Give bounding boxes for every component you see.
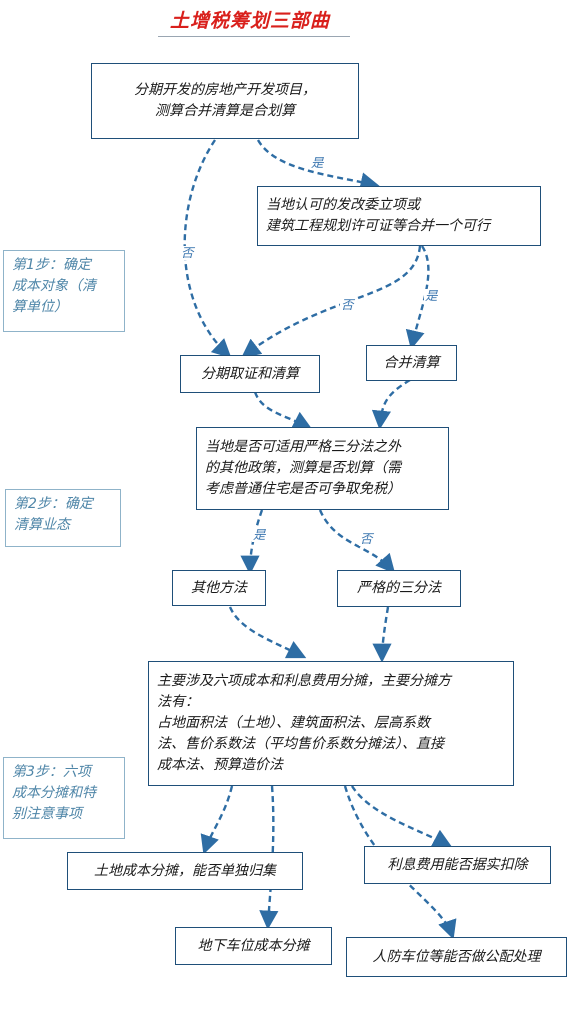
arrow-approval-to-merged [405, 245, 430, 350]
node-merged: 合并清算 [366, 345, 457, 381]
edge-label-no-3: 否 [359, 531, 374, 546]
node-interest: 利息费用能否据实扣除 [364, 846, 551, 884]
node-parking-text: 地下车位成本分摊 [197, 937, 310, 954]
edge-label-no-2: 否 [340, 297, 355, 312]
node-interest-text: 利息费用能否据实扣除 [387, 856, 528, 873]
arrow-policy-to-strict [318, 509, 396, 574]
node-civil-defense-text: 人防车位等能否做公配处理 [372, 948, 541, 965]
node-policy: 当地是否可适用严格三分法之外 的其他政策，测算是否划算（需 考虑普通住宅是否可争… [196, 427, 449, 510]
arrow-merged-to-policy [371, 378, 411, 430]
arrow-allocation-to-interest [350, 785, 453, 848]
node-allocation-text: 主要涉及六项成本和利息费用分摊，主要分摊方 法有： 占地面积法（土地）、建筑面积… [157, 673, 451, 773]
node-project-text: 分期开发的房地产开发项目， 测算合并清算是合划算 [134, 82, 316, 119]
edge-label-yes-1: 是 [310, 155, 325, 170]
title-underline [158, 36, 350, 37]
node-allocation: 主要涉及六项成本和利息费用分摊，主要分摊方 法有： 占地面积法（土地）、建筑面积… [148, 661, 514, 786]
node-other-method: 其他方法 [172, 570, 266, 606]
arrow-allocation-to-land [200, 785, 234, 855]
node-project: 分期开发的房地产开发项目， 测算合并清算是合划算 [91, 63, 359, 139]
node-land-cost: 土地成本分摊，能否单独归集 [67, 852, 303, 890]
node-approval: 当地认可的发改委立项或 建筑工程规划许可证等合并一个可行 [257, 186, 541, 246]
node-phased: 分期取证和清算 [180, 355, 320, 393]
node-land-cost-text: 土地成本分摊，能否单独归集 [94, 862, 276, 879]
node-strict-three: 严格的三分法 [337, 570, 461, 607]
node-approval-text: 当地认可的发改委立项或 建筑工程规划许可证等合并一个可行 [266, 197, 490, 234]
arrow-strict-to-allocation [372, 606, 392, 663]
edge-label-no-1: 否 [180, 245, 195, 260]
node-parking: 地下车位成本分摊 [175, 927, 332, 965]
arrow-project-to-approval [256, 139, 380, 192]
arrow-other-to-allocation [228, 606, 307, 659]
node-merged-text: 合并清算 [383, 354, 440, 371]
node-strict-three-text: 严格的三分法 [357, 580, 441, 596]
step-1-note: 第1步：确定 成本对象（清 算单位） [3, 250, 125, 332]
edge-label-yes-3: 是 [252, 527, 267, 542]
node-phased-text: 分期取证和清算 [201, 365, 299, 382]
diagram-title: 土增税筹划三部曲 [169, 10, 330, 32]
node-policy-text: 当地是否可适用严格三分法之外 的其他政策，测算是否划算（需 考虑普通住宅是否可争… [205, 439, 401, 497]
node-civil-defense: 人防车位等能否做公配处理 [346, 937, 567, 977]
arrow-phased-to-policy [253, 391, 313, 430]
node-other-method-text: 其他方法 [191, 579, 247, 596]
step-3-note: 第3步：六项 成本分摊和特 别注意事项 [3, 757, 125, 839]
arrow-approval-to-phased [241, 245, 422, 358]
edge-label-yes-2: 是 [424, 288, 439, 303]
step-2-note: 第2步：确定 清算业态 [5, 489, 121, 547]
